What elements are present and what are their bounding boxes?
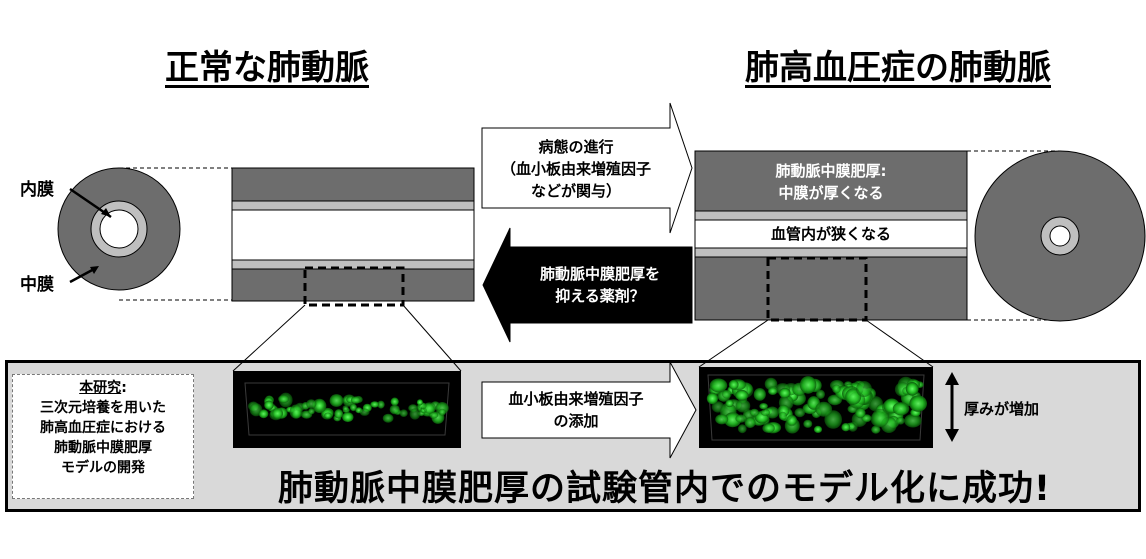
fluorescent-cell [370,401,380,408]
headline: 肺動脈中膜肥厚の試験管内でのモデル化に成功! [278,469,1051,509]
fluorescent-cell [856,381,872,397]
fluorescent-cell [728,379,739,390]
fluorescent-cell [382,413,394,423]
media-label: 中膜 [20,275,54,295]
fluorescent-cell [342,412,354,423]
progression-arrow [481,102,693,234]
normal-microscopy-image [233,371,461,448]
pdgf-text: 血小板由来増殖因子 の添加 [508,390,644,430]
thickness-label: 厚みが増加 [964,400,1040,418]
study-title: 本研究 [79,380,122,396]
fluorescent-cell [803,419,813,428]
fluorescent-cell [737,424,747,434]
fluorescent-cell [264,400,274,410]
fluorescent-cell [308,408,315,415]
fluorescent-cell [765,406,779,419]
pdgf-arrow [481,361,697,459]
fluorescent-cell [786,414,798,427]
fluorescent-cell [794,408,806,418]
fluorescent-cell [438,408,446,416]
fluorescent-cell [735,389,749,401]
fluorescent-cell [892,402,910,416]
fluorescent-cell [416,399,423,406]
fluorescent-cell [709,378,728,393]
intima-label: 内膜 [20,180,54,200]
fluorescent-cell [409,408,421,420]
fluorescent-cell [342,405,349,412]
fluorescent-cell [329,394,344,407]
fluorescent-cell [768,387,778,396]
ph-microscopy-image [699,367,933,448]
fluorescent-cell [706,392,719,405]
fluorescent-cell [760,409,771,416]
narrow-lumen-text: 血管内が狭くなる [770,225,891,243]
ph-artery-title: 肺高血圧症の肺動脈 [745,48,1051,88]
fluorescent-cell [815,401,833,417]
fluorescent-cell [715,414,729,425]
fluorescent-cell [778,411,787,421]
fluorescent-cell [744,417,756,428]
fluorescent-cell [350,396,361,404]
fluorescent-cell [905,382,919,396]
fluorescent-cell [399,409,408,418]
fluorescent-cell [896,417,905,425]
fluorescent-cell [735,399,751,413]
ph-cross-section [974,150,1146,322]
study-text: 本研究: 三次元培養を用いた 肺高血圧症における 肺動脈中膜肥厚 モデルの開発 [40,380,166,476]
fluorescent-cell [909,395,927,412]
fluorescent-cell [799,376,817,394]
fluorescent-cell [377,400,385,409]
thick-media-text: 肺動脈中膜肥厚: 中膜が厚くなる [775,162,887,202]
fluorescent-cell [349,403,357,412]
thickness-double-arrow [945,372,959,442]
fluorescent-cell [871,408,889,428]
fluorescent-cell [272,407,284,420]
fluorescent-cell [306,399,317,409]
fluorescent-cell [855,407,866,419]
fluorescent-cell [324,412,332,419]
fluorescent-cell [722,389,732,399]
fluorescent-cell [278,395,290,403]
normal-longitudinal [231,167,475,307]
fluorescent-cell [258,409,269,419]
fluorescent-cell [389,404,400,415]
fluorescent-cell [904,413,922,428]
fluorescent-cell [359,408,370,416]
progression-text: 病態の進行 （血小板由来増殖因子 などが関与） [500,138,651,200]
ph-zoom-box [766,256,868,322]
ph-longitudinal [694,150,968,322]
normal-artery-title: 正常な肺動脈 [165,48,369,88]
normal-cross-section [57,167,181,291]
fluorescent-cell [753,388,766,401]
media-pointer [69,266,97,284]
fluorescent-cell [759,403,768,410]
fluorescent-cell [735,414,747,423]
drug-text: 肺動脈中膜肥厚を 抑える薬剤？ [539,265,660,305]
fluorescent-cell [841,423,851,432]
fluorescent-cell [813,425,823,433]
fluorescent-cell [816,389,825,399]
fluorescent-cell [749,408,760,417]
drug-arrow [482,227,693,343]
normal-zoom-box [303,266,405,307]
fluorescent-cell [871,425,881,434]
fluorescent-cell [289,404,303,419]
study-box [12,374,194,499]
fluorescent-cell [779,387,791,399]
fluorescent-cell [832,384,841,394]
fluorescent-cell [334,409,344,419]
fluorescent-cell [725,399,734,408]
fluorescent-cell [762,423,775,434]
fluorescent-cell [390,397,399,406]
